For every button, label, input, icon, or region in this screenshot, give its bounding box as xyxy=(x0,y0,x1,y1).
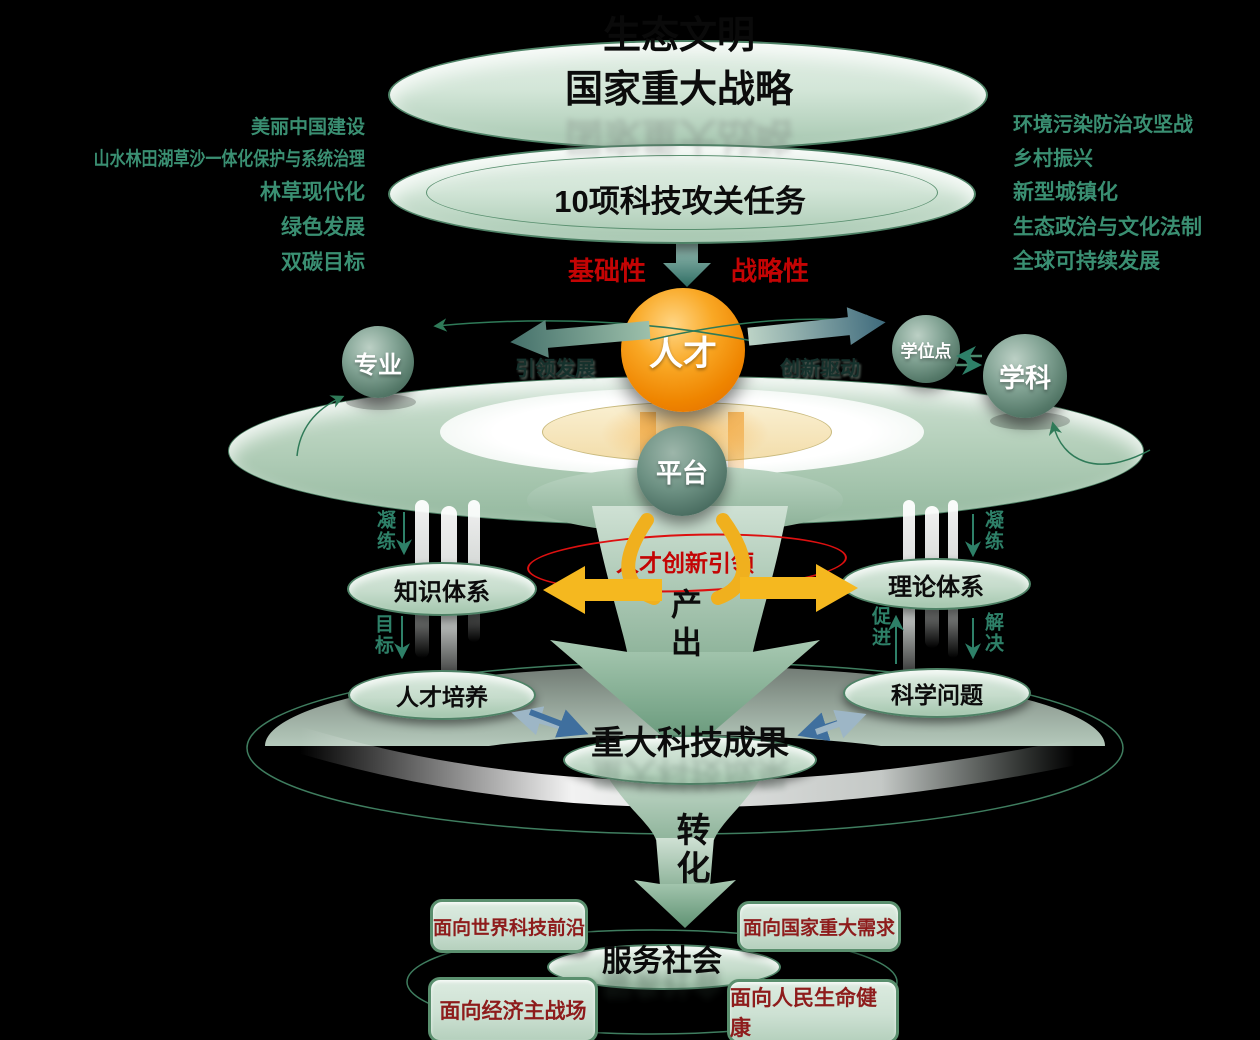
facing-box-health: 面向人民生命健康 xyxy=(727,979,899,1040)
relation-goal: 目标 xyxy=(372,614,393,656)
down-arrow-icon-tasks-to-talent xyxy=(663,230,711,287)
gold-arrow-right-icon xyxy=(740,564,858,612)
major-sphere-shadow xyxy=(346,394,416,410)
down-arrow-icon-output-to-achievement xyxy=(550,640,820,756)
facing-box-national-needs: 面向国家重大需求 xyxy=(737,901,901,952)
achievement-exchange-right-up-icon xyxy=(814,709,867,739)
goal-item: 双碳目标 xyxy=(281,251,365,274)
node-knowledge-system: 知识体系 xyxy=(347,562,537,616)
lead-block-arrow-icon xyxy=(510,319,651,358)
achievement-title: 重大科技成果 xyxy=(591,724,789,761)
flow-label-lead: 引领发展 xyxy=(515,358,595,380)
tasks-ellipse-inner-ring xyxy=(426,155,938,230)
node-achievement xyxy=(563,735,817,785)
relation-condense-left: 凝练 xyxy=(374,510,395,552)
sphere-talent-label: 人才 xyxy=(649,334,717,373)
sphere-major: 专业 xyxy=(342,326,414,398)
transform-label: 转化 xyxy=(671,812,709,888)
node-theory-system: 理论体系 xyxy=(841,558,1031,610)
left-goal-list: 美丽中国建设 山水林田湖草沙一体化保护与系统治理 林草现代化 绿色发展 双碳目标 xyxy=(30,112,365,276)
tasks-ellipse xyxy=(388,144,976,244)
facing-box-world-frontier: 面向世界科技前沿 xyxy=(430,899,588,953)
goal-item: 绿色发展 xyxy=(281,216,365,239)
down-arrow-icon-transform-to-service xyxy=(634,880,736,928)
facing-box-label: 面向经济主战场 xyxy=(439,1000,587,1023)
sphere-platform-label: 平台 xyxy=(655,457,708,488)
facing-box-label: 面向世界科技前沿 xyxy=(433,917,586,939)
qualifier-strategic: 战略性 xyxy=(730,256,809,286)
output-label: 产出 xyxy=(666,588,701,664)
sphere-platform: 平台 xyxy=(637,426,727,516)
relation-solve: 解决 xyxy=(982,612,1003,654)
sphere-major-label: 专业 xyxy=(354,351,402,379)
facing-box-label: 面向人民生命健康 xyxy=(730,986,877,1040)
goal-item: 新型城镇化 xyxy=(1013,181,1118,204)
right-goal-list: 环境污染防治攻坚战 乡村振兴 新型城镇化 生态政治与文化法制 全球可持续发展 xyxy=(1013,108,1258,275)
goal-item: 生态政治与文化法制 xyxy=(1013,216,1202,239)
node-science-problems: 科学问题 xyxy=(843,668,1031,718)
tasks-title: 10项科技攻关任务 xyxy=(554,184,806,219)
orbit-curve-left-arrow xyxy=(433,318,759,343)
flow-label-drive: 创新驱动 xyxy=(780,358,860,380)
qualifier-basic: 基础性 xyxy=(567,256,646,286)
strategy-ellipse xyxy=(388,40,988,150)
sphere-discipline: 学科 xyxy=(983,334,1067,418)
relation-condense-right: 凝练 xyxy=(982,510,1003,552)
talent-lead-label: 人才创新引领 xyxy=(616,550,754,576)
transform-shaft xyxy=(656,838,714,886)
strategy-title: 国家重大战略 xyxy=(564,69,793,111)
platter-curve-arrow-left xyxy=(296,395,345,457)
goal-item: 环境污染防治攻坚战 xyxy=(1013,114,1193,136)
node-talent-training-label: 人才培养 xyxy=(396,684,488,710)
node-theory-system-label: 理论体系 xyxy=(888,573,984,601)
service-ring-outline xyxy=(406,929,898,1035)
node-knowledge-system-label: 知识体系 xyxy=(394,578,490,606)
goal-item: 美丽中国建设 xyxy=(250,117,365,138)
strategy-clipped-line: 生态文明 xyxy=(602,15,755,57)
sphere-degree-point: 学位点 xyxy=(892,315,960,383)
node-talent-training: 人才培养 xyxy=(348,670,536,720)
gold-arrow-left-icon xyxy=(543,566,662,614)
relation-promote: 促进 xyxy=(869,606,890,648)
goal-item: 林草现代化 xyxy=(260,181,365,204)
goal-item: 全球可持续发展 xyxy=(1013,250,1160,273)
sphere-discipline-label: 学科 xyxy=(998,362,1051,393)
platter-curve-arrow-right xyxy=(1048,421,1151,465)
goal-item: 乡村振兴 xyxy=(1013,148,1093,170)
sphere-talent: 人才 xyxy=(621,288,745,412)
node-science-problems-label: 科学问题 xyxy=(891,682,983,708)
achievement-exchange-left-down-icon xyxy=(528,709,589,738)
gold-curve-right xyxy=(711,513,751,605)
goal-item: 山水林田湖草沙一体化保护与系统治理 xyxy=(93,149,366,170)
drive-block-arrow-icon xyxy=(747,307,886,346)
sphere-degree-point-label: 学位点 xyxy=(900,341,952,361)
facing-box-label: 面向国家重大需求 xyxy=(742,918,895,939)
serve-society-label: 服务社会 xyxy=(602,945,722,978)
facing-box-economy: 面向经济主战场 xyxy=(428,977,598,1040)
